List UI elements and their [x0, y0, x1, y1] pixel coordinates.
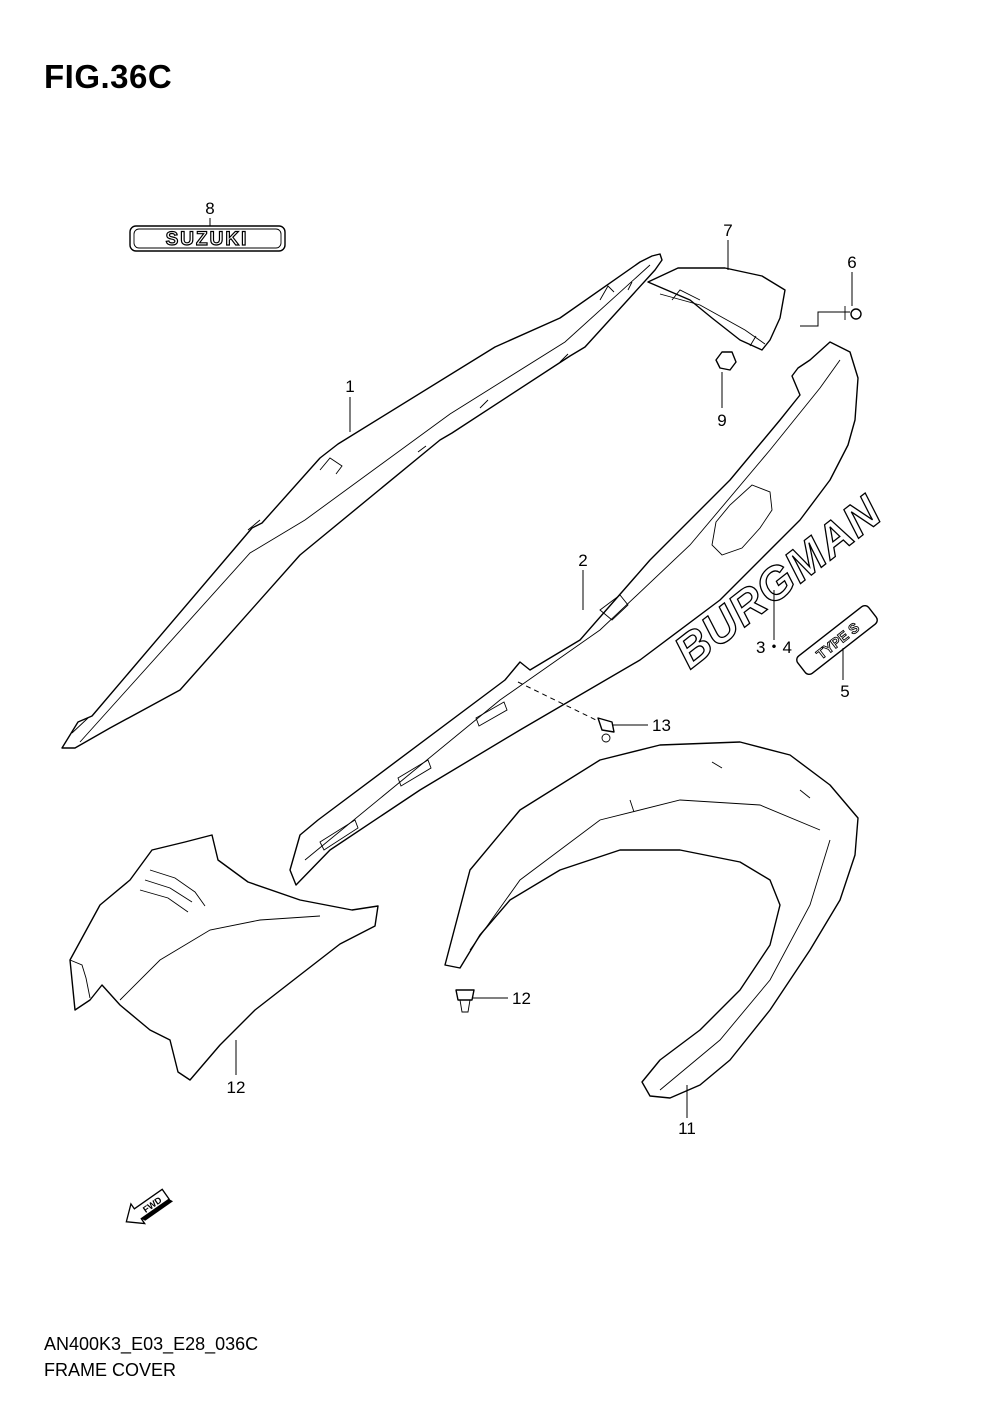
suzuki-emblem: SUZUKI [129, 225, 286, 252]
fwd-arrow-icon: FWD [125, 1188, 174, 1225]
part-12-front-cover [69, 834, 379, 1081]
type-s-emblem: TYPE S [796, 604, 878, 676]
part-2-frame-cover [289, 341, 859, 886]
figure-code: AN400K3_E03_E28_036C [44, 1334, 259, 1354]
part-7-rear-cover [647, 267, 786, 351]
callout-9: 9 [717, 411, 726, 430]
suzuki-emblem-text: SUZUKI [166, 229, 249, 250]
part-9-clip [715, 351, 737, 371]
callout-6: 6 [847, 253, 856, 272]
callout-13: 13 [652, 716, 671, 735]
part-1-side-rail [61, 253, 663, 749]
leader-lines [209, 218, 853, 1118]
figure-footer: AN400K3_E03_E28_036C FRAME COVER [44, 1331, 258, 1383]
callout-11: 12 [512, 989, 531, 1008]
callout-12: 12 [227, 1078, 246, 1097]
figure-title: FIG.36C [44, 58, 173, 95]
callout-7: 7 [723, 221, 732, 240]
callout-10: 11 [678, 1119, 696, 1138]
callout-2: 2 [578, 551, 587, 570]
part-6-screw [800, 306, 862, 327]
part-11-clip [455, 989, 475, 1013]
callout-5: 5 [840, 682, 849, 701]
figure-name: FRAME COVER [44, 1360, 177, 1380]
part-10-rear-cover [444, 741, 859, 1099]
callout-1: 1 [345, 377, 354, 396]
part-13-screw [517, 681, 615, 743]
callout-8: 8 [205, 199, 214, 218]
callout-3-4: 3・4 [756, 638, 792, 657]
